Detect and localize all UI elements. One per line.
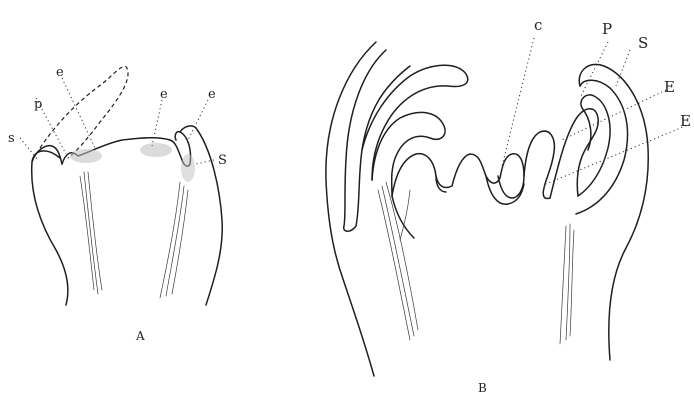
label-p: p (34, 97, 42, 112)
label-P: P (602, 20, 612, 38)
panel-a-caption: A (135, 329, 145, 343)
label-e-right: e (208, 87, 216, 102)
panel-a: s p e e e S A (8, 65, 227, 343)
label-s-left: s (8, 131, 15, 146)
label-E-1: E (664, 78, 675, 96)
outer-sepal-left (326, 42, 376, 376)
stamen-bump-1 (436, 176, 446, 192)
primordium-right (181, 154, 195, 182)
receptacle-center (392, 154, 524, 198)
vascular-strand-b-right (560, 226, 566, 344)
label-S-right: S (218, 153, 227, 168)
petal-left-inner (372, 112, 445, 196)
leader-e-mid (152, 100, 162, 146)
vascular-strand-b-right-3 (570, 230, 574, 336)
leader-P (580, 42, 608, 98)
axis-outline-left (32, 151, 68, 305)
sepal-left-inner (344, 50, 410, 231)
petal-left (362, 65, 468, 180)
petal-dashed-outline (40, 66, 128, 158)
label-E-2: E (680, 112, 691, 130)
leader-s-left (20, 138, 38, 160)
vascular-strand-b-left-2 (382, 186, 414, 336)
primordium-mid (140, 143, 172, 157)
vascular-strand-right-3 (172, 190, 188, 294)
primordium-left (70, 149, 102, 163)
leader-E-1 (562, 90, 666, 140)
sepal-left (32, 146, 62, 164)
petal-right-mid (576, 80, 628, 214)
vascular-strand-right (160, 182, 180, 298)
vascular-strand-left-3 (80, 176, 94, 290)
label-S: S (638, 34, 648, 52)
label-e-left: e (56, 65, 64, 80)
stamen-bump-e1 (524, 131, 554, 198)
sepal-right (180, 126, 196, 132)
leader-e-right (188, 100, 208, 140)
vascular-strand-left (84, 172, 98, 294)
label-e-mid: e (160, 87, 168, 102)
label-c: c (534, 16, 542, 34)
vascular-strand-b-left-3 (386, 182, 418, 330)
panel-b-caption: B (478, 381, 487, 395)
stamen-bump-c (486, 176, 524, 204)
panel-b: c P S E E B (326, 16, 691, 395)
vascular-strand-b-right-2 (566, 224, 570, 340)
